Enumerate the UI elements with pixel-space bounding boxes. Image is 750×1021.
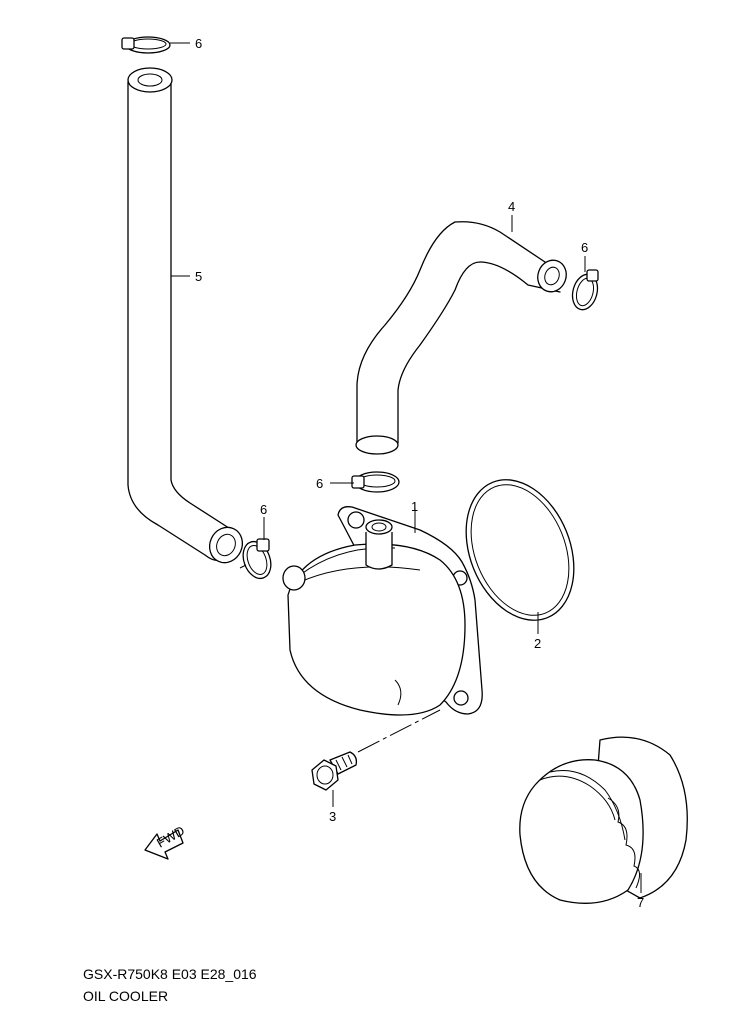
callout-6-middle: 6: [316, 476, 323, 491]
assembly-centerlines: [239, 564, 441, 753]
o-ring-part-2: [465, 479, 575, 621]
diagram-code: GSX-R750K8 E03 E28_016: [83, 966, 257, 982]
hose-part-4: [355, 221, 567, 455]
diagram-title: OIL COOLER: [83, 988, 169, 1004]
hose-clamp-left: [242, 538, 272, 580]
callout-6-left: 6: [260, 502, 267, 517]
fwd-arrow-icon: FWD: [144, 823, 187, 860]
callout-3: 3: [329, 809, 336, 824]
hose-clamp-middle: [351, 471, 400, 493]
callout-5: 5: [195, 269, 202, 284]
oil-cooler-part-1: [282, 506, 483, 716]
hose-part-5: [127, 67, 244, 564]
oil-filter-part-7: [519, 736, 688, 904]
callout-leaders: [170, 42, 642, 893]
callout-1: 1: [411, 499, 418, 514]
callout-2: 2: [534, 636, 541, 651]
callout-4: 4: [508, 199, 515, 214]
callout-7: 7: [637, 895, 644, 910]
hose-clamp-right: [571, 269, 599, 311]
hose-clamp-top: [121, 36, 171, 54]
bolt-part-3: [311, 751, 358, 791]
callout-6-right: 6: [581, 240, 588, 255]
callout-6-top: 6: [195, 36, 202, 51]
